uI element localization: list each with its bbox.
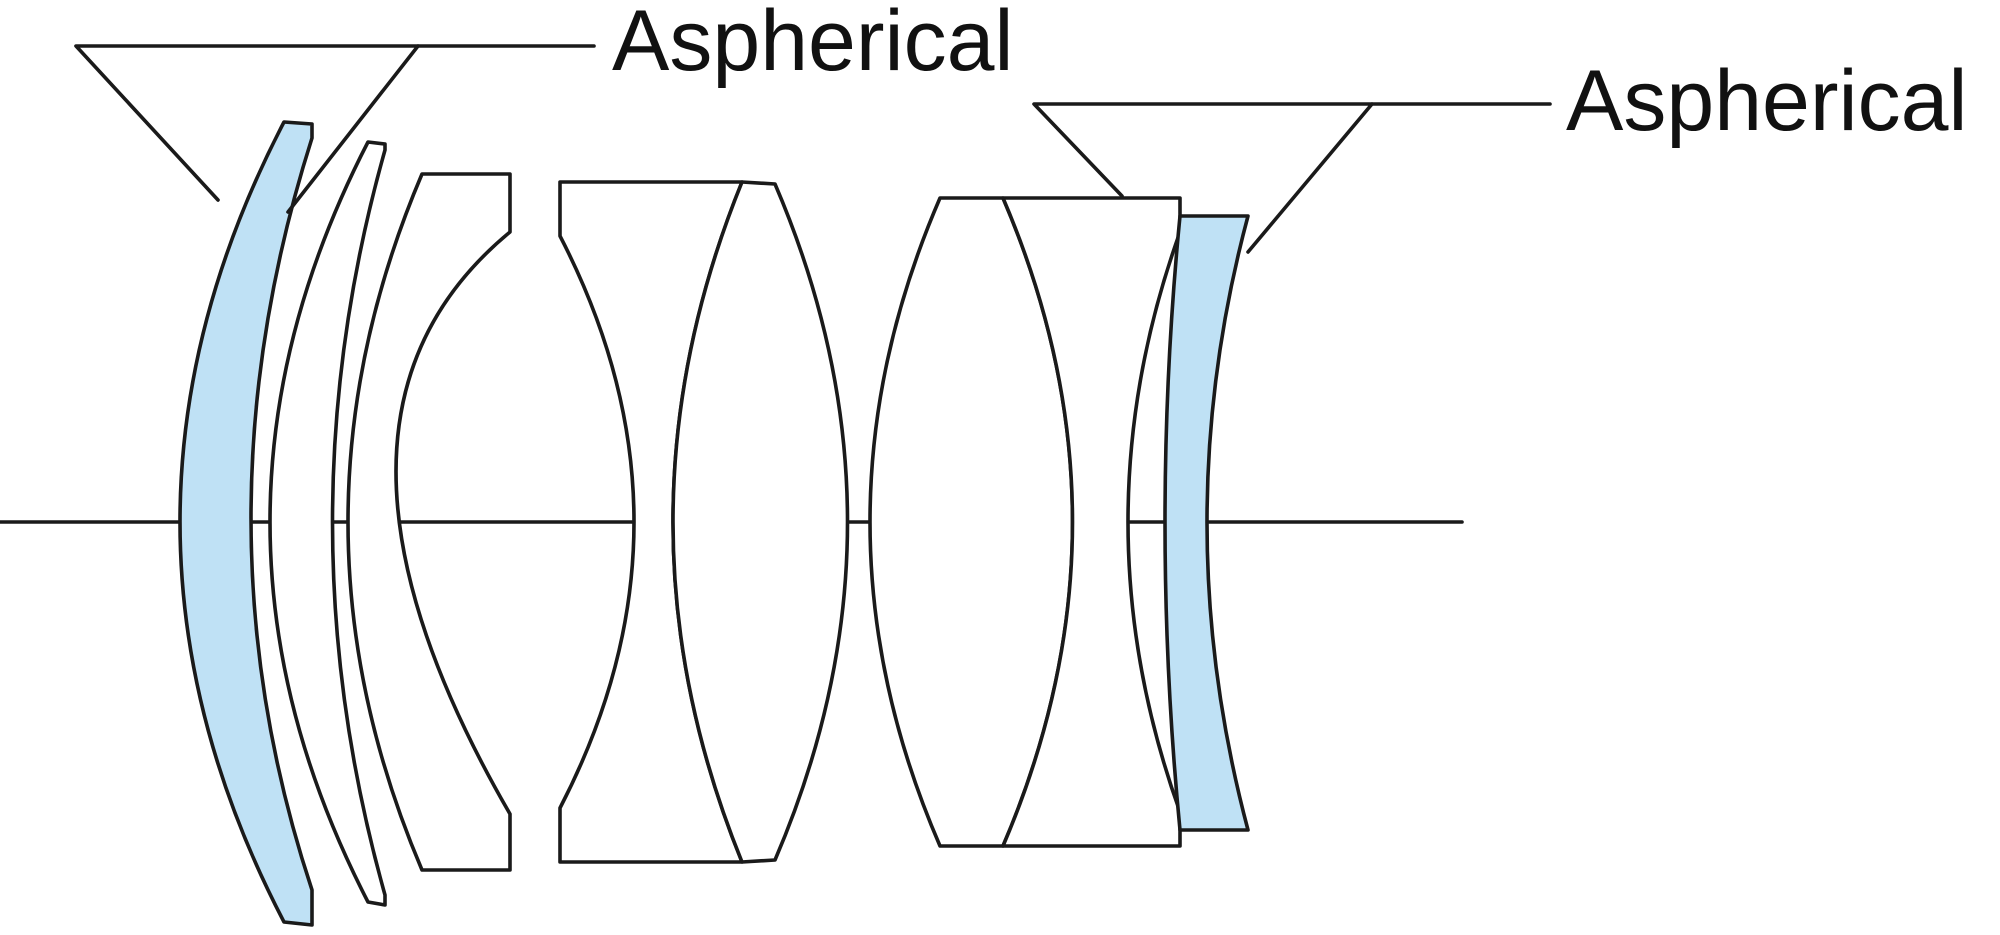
label-aspherical-front: Aspherical <box>612 0 1014 89</box>
lens-element-8-aspherical <box>1163 214 1250 832</box>
callout-line-front <box>74 44 420 214</box>
label-aspherical-rear: Aspherical <box>1566 53 1968 149</box>
lens-element-5 <box>671 180 850 864</box>
lens-element-7 <box>1001 196 1182 848</box>
lens-element-2 <box>268 140 387 907</box>
lens-element-1-aspherical <box>178 120 314 927</box>
lens-element-3 <box>346 172 512 872</box>
callout-line-rear <box>1032 102 1374 254</box>
